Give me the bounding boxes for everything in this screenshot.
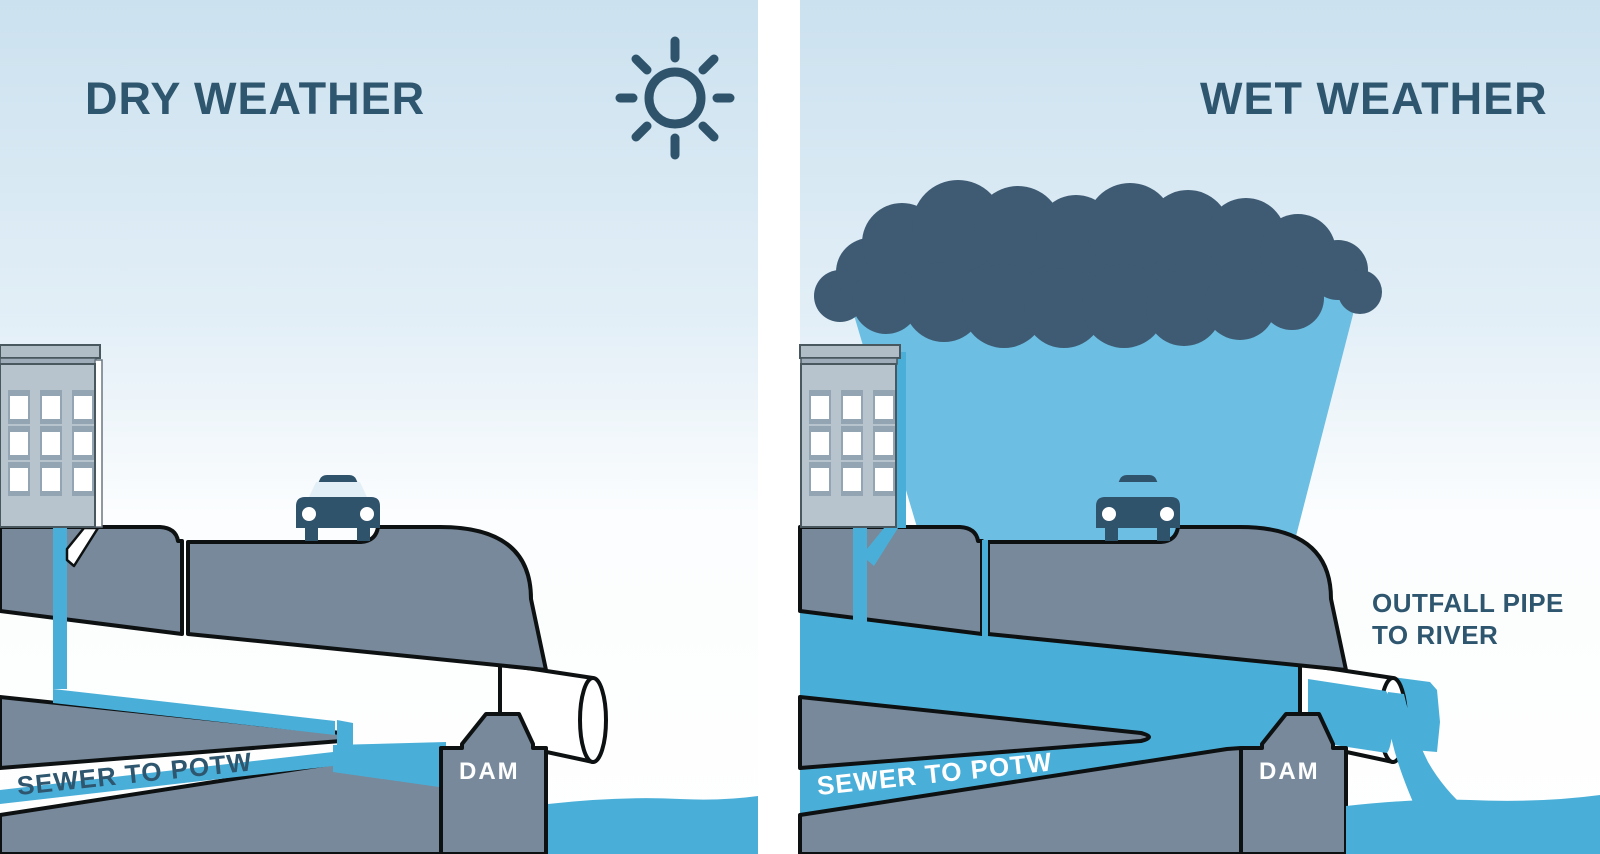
car-left (296, 475, 380, 541)
storm-connector-flowing (867, 528, 898, 566)
dry-sewage-stream (0, 689, 446, 804)
river-left (548, 796, 758, 854)
building-lateral-pipe (53, 527, 67, 689)
panel-divider (758, 0, 800, 854)
street-block-right-right-panel (986, 525, 1348, 672)
river-right (1346, 795, 1600, 854)
car-right (1096, 475, 1180, 541)
dam-right (1239, 712, 1348, 854)
sewer-divider-wedge-right (798, 695, 1151, 770)
runoff-streams (853, 352, 988, 639)
car-windshield-right (1109, 482, 1167, 497)
dam-left (439, 712, 548, 854)
building-right (799, 344, 901, 528)
building-lateral-flowing (853, 527, 867, 639)
street-block-right (186, 525, 548, 672)
car-windshield (309, 482, 367, 497)
catch-basin-drain (982, 540, 988, 636)
outfall-pipe-label-line1: OUTFALL PIPE (1372, 588, 1564, 618)
dry-weather-panel: DRY WEATHER SEWER TO POTW DAM (0, 0, 758, 854)
sun-icon (615, 36, 735, 160)
rain-cloud-icon (814, 180, 1382, 348)
dam-label-dry: DAM (459, 758, 520, 785)
building-left (0, 344, 103, 528)
dry-weather-title: DRY WEATHER (85, 73, 425, 124)
building-windows-right (809, 390, 895, 496)
outfall-pipe-label-line2: TO RIVER (1372, 620, 1498, 650)
building-windows (8, 390, 94, 496)
wet-weather-title: WET WEATHER (1200, 73, 1548, 124)
outfall-pipe (498, 662, 608, 764)
building-side-runoff (896, 352, 906, 528)
wet-weather-panel: WET WEATHER OUTFALL PIPE TO RIVER SEWER … (798, 0, 1600, 854)
street-block-left (0, 525, 184, 636)
dam-label-wet: DAM (1259, 758, 1320, 785)
